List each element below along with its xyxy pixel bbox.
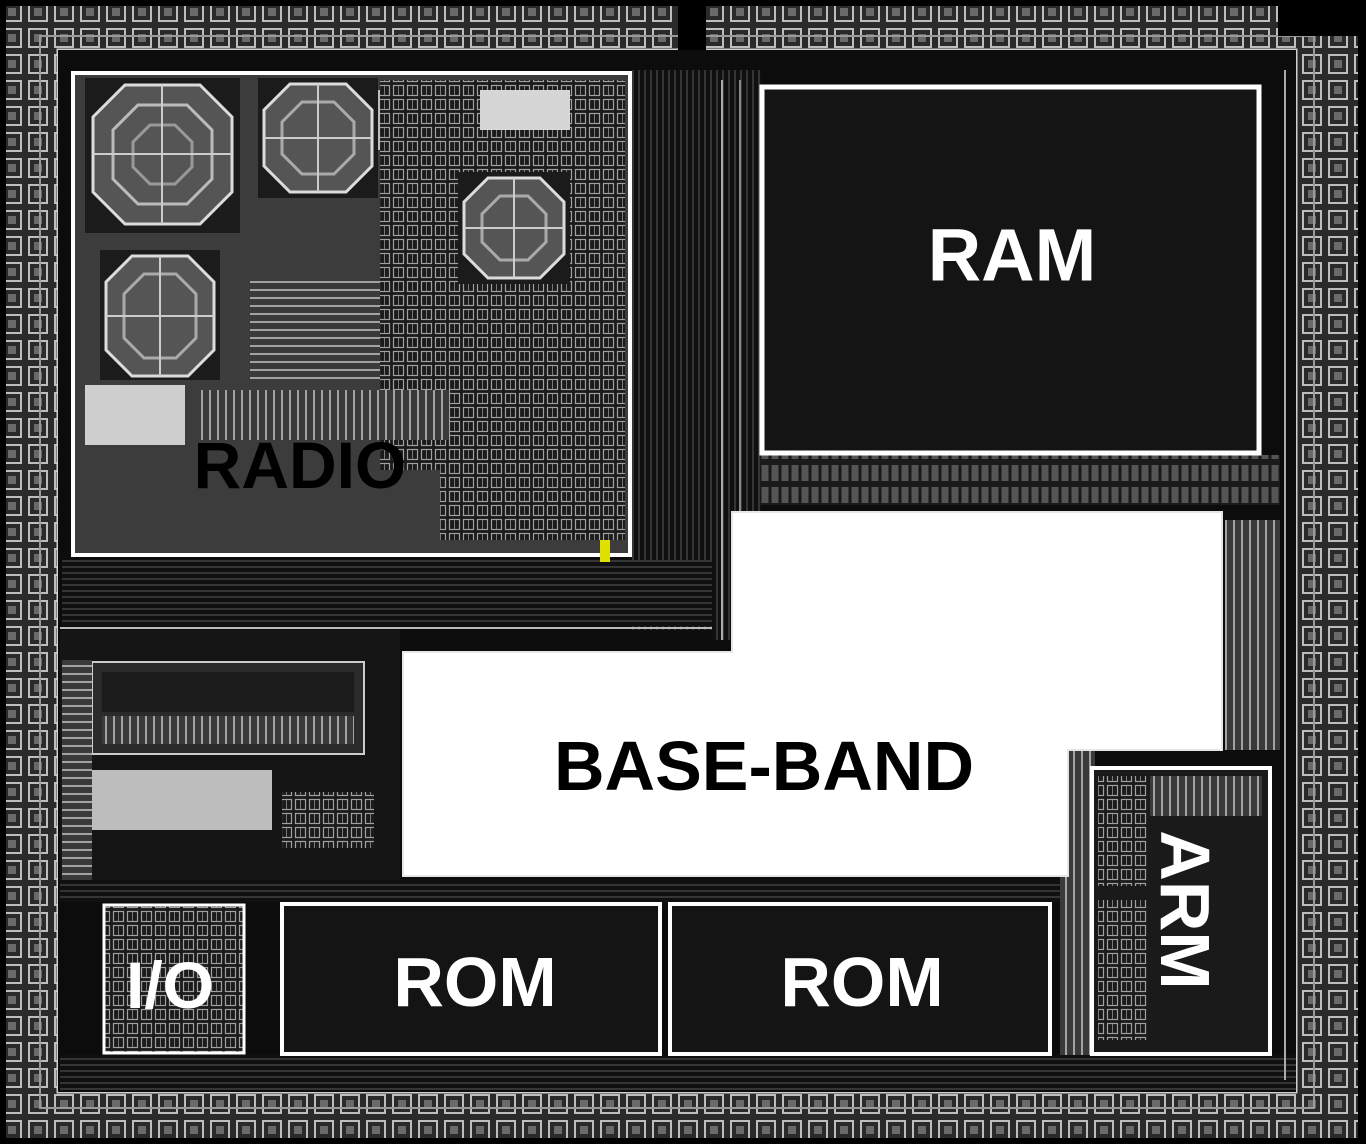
arm-label: ARM [1146,830,1224,989]
rom-label-1: ROM [393,943,556,1021]
rom-block-1: ROM [280,902,662,1056]
inductor-coil-1 [85,78,240,233]
radio-label: RADIO [194,428,407,502]
baseband-label: BASE-BAND [554,727,974,805]
baseband-block: BASE-BAND [402,511,1223,877]
io-label: I/O [126,948,214,1022]
radio-block: RADIO [71,71,632,562]
io-block: I/O [102,903,246,1055]
ram-block: RAM [759,84,1262,456]
peripheral-block [62,660,374,880]
ram-label: RAM [928,214,1097,297]
rom-block-2: ROM [668,902,1052,1056]
inductor-coil-2 [258,78,378,198]
inductor-coil-3 [100,250,220,380]
pad-ring [6,6,1358,1138]
inductor-coil-4 [458,172,570,284]
arm-block: ARM [1090,766,1272,1056]
rom-label-2: ROM [780,943,943,1021]
